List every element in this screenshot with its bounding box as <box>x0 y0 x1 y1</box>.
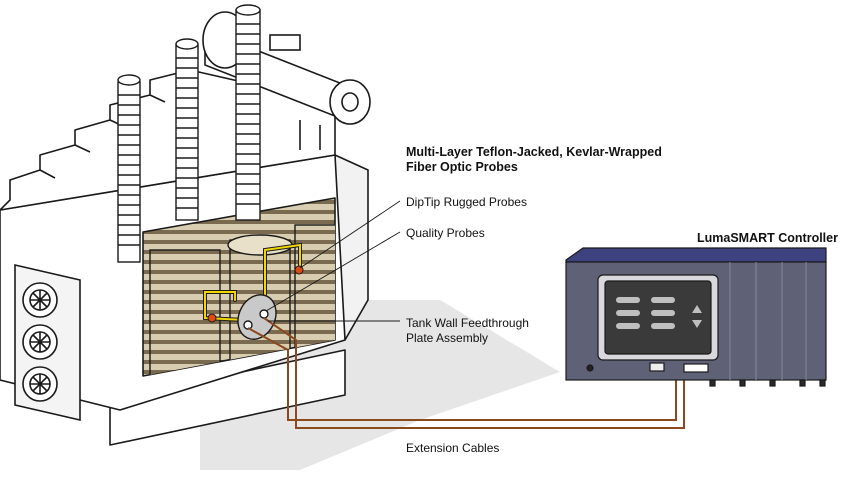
controller-label: LumaSMART Controller <box>697 231 838 245</box>
probe-tip <box>207 313 217 323</box>
triangle-down-icon <box>692 320 702 328</box>
probes-title-line2: Fiber Optic Probes <box>406 160 518 174</box>
bushing <box>175 38 199 221</box>
bushing <box>235 4 261 221</box>
screen-readouts <box>616 297 675 329</box>
fan-icon <box>22 366 58 402</box>
diptip-label: DipTip Rugged Probes <box>406 195 527 209</box>
label-plate <box>683 363 709 373</box>
extension-cables <box>247 317 685 429</box>
connector-ports <box>709 379 826 387</box>
fan-icon <box>22 282 58 318</box>
triangle-up-icon <box>692 305 702 313</box>
leader-lines <box>265 200 401 322</box>
usb-port <box>649 362 665 372</box>
extension-cables-label: Extension Cables <box>406 441 500 455</box>
probes-title-line1: Multi-Layer Teflon-Jacked, Kevlar-Wrappe… <box>406 145 662 159</box>
cooling-fan-panel <box>14 263 81 422</box>
transformer-windings <box>149 224 335 376</box>
power-indicator <box>586 364 594 372</box>
bushing <box>117 74 141 263</box>
bushings <box>117 4 261 263</box>
probe-tip <box>294 265 304 275</box>
feedthrough-label-line2: Plate Assembly <box>406 331 489 345</box>
lumasmart-controller <box>565 247 827 387</box>
quality-probes-label: Quality Probes <box>406 226 485 240</box>
fiber-optic-probes <box>203 242 304 323</box>
fan-icon <box>22 324 58 360</box>
feedthrough-label-line1: Tank Wall Feedthrough <box>406 316 529 330</box>
